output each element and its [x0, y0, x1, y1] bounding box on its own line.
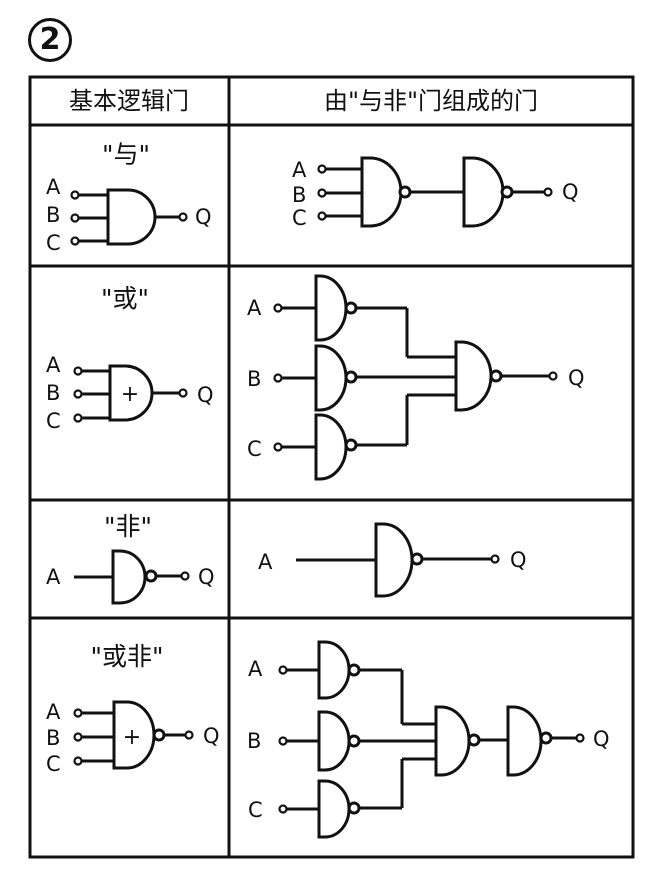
- nor-nand-input-a: A: [248, 657, 263, 681]
- and-nand-input-c: C: [292, 206, 307, 230]
- input-pin-c: [273, 442, 283, 452]
- input-pin-b: [273, 373, 283, 383]
- input-pin-c: [73, 756, 83, 766]
- and-gate-symbol: [77, 188, 180, 246]
- input-pin-a: [278, 665, 288, 675]
- title-or: "或": [101, 284, 149, 313]
- or-input-b: B: [46, 381, 60, 405]
- output-pin-q: [178, 212, 188, 222]
- output-pin-q: [184, 730, 194, 740]
- input-pin-c: [317, 211, 327, 221]
- title-not: "非": [104, 512, 152, 541]
- input-pin-c: [278, 804, 288, 814]
- nor-nand-output-q: Q: [593, 727, 610, 751]
- and-input-a: A: [46, 175, 61, 199]
- header-basic-gates: 基本逻辑门: [69, 87, 189, 115]
- output-pin-q: [180, 571, 190, 581]
- figure-number: 2: [28, 18, 72, 62]
- input-pin-b: [317, 188, 327, 198]
- or-nand-output-q: Q: [568, 366, 585, 390]
- nor-nand-input-c: C: [248, 798, 263, 822]
- output-pin-q: [490, 554, 500, 564]
- or-nand-input-a: A: [247, 296, 262, 320]
- table-border: [28, 75, 635, 859]
- header-nand-built-gates: 由"与非"门组成的门: [324, 87, 538, 115]
- not-nand-output-q: Q: [510, 548, 527, 572]
- or-gate-symbol: [80, 364, 180, 422]
- input-pin-b: [278, 736, 288, 746]
- output-pin-q: [178, 388, 188, 398]
- not-nand-input-a: A: [258, 550, 273, 574]
- and-nand-circuit: [324, 156, 545, 228]
- and-nand-output-q: Q: [562, 180, 579, 204]
- or-nand-input-c: C: [247, 437, 262, 461]
- input-pin-c: [73, 413, 83, 423]
- title-and: "与": [102, 140, 150, 169]
- output-pin-q: [543, 187, 553, 197]
- and-input-b: B: [46, 203, 60, 227]
- nor-nand-circuit: [285, 640, 577, 839]
- nor-input-c: C: [46, 752, 61, 776]
- input-pin-b: [70, 213, 80, 223]
- or-input-c: C: [46, 409, 61, 433]
- or-nand-circuit: [280, 274, 550, 481]
- nor-input-a: A: [46, 700, 61, 724]
- and-nand-input-b: B: [292, 183, 306, 207]
- nor-plus-symbol: +: [123, 725, 141, 750]
- input-pin-a: [70, 190, 80, 200]
- not-output-q: Q: [198, 565, 215, 589]
- input-pin-a: [73, 366, 83, 376]
- nor-input-b: B: [46, 726, 60, 750]
- or-nand-input-b: B: [247, 367, 261, 391]
- output-pin-q: [548, 371, 558, 381]
- not-input-a: A: [46, 565, 61, 589]
- title-nor: "或非": [91, 642, 164, 671]
- or-plus-symbol: +: [121, 382, 139, 407]
- input-pin-c: [70, 236, 80, 246]
- nor-gate-symbol: [80, 700, 186, 770]
- or-output-q: Q: [197, 383, 214, 407]
- or-input-a: A: [46, 353, 61, 377]
- not-gate-symbol: [74, 549, 182, 605]
- output-pin-q: [575, 733, 585, 743]
- not-nand-circuit: [296, 522, 492, 598]
- and-input-c: C: [46, 231, 61, 255]
- input-pin-a: [317, 164, 327, 174]
- nor-nand-input-b: B: [247, 729, 261, 753]
- input-pin-b: [73, 732, 83, 742]
- input-pin-a: [273, 303, 283, 313]
- input-pin-a: [73, 708, 83, 718]
- and-output-q: Q: [195, 205, 212, 229]
- input-pin-b: [73, 389, 83, 399]
- and-nand-input-a: A: [292, 158, 307, 182]
- nor-output-q: Q: [203, 724, 220, 748]
